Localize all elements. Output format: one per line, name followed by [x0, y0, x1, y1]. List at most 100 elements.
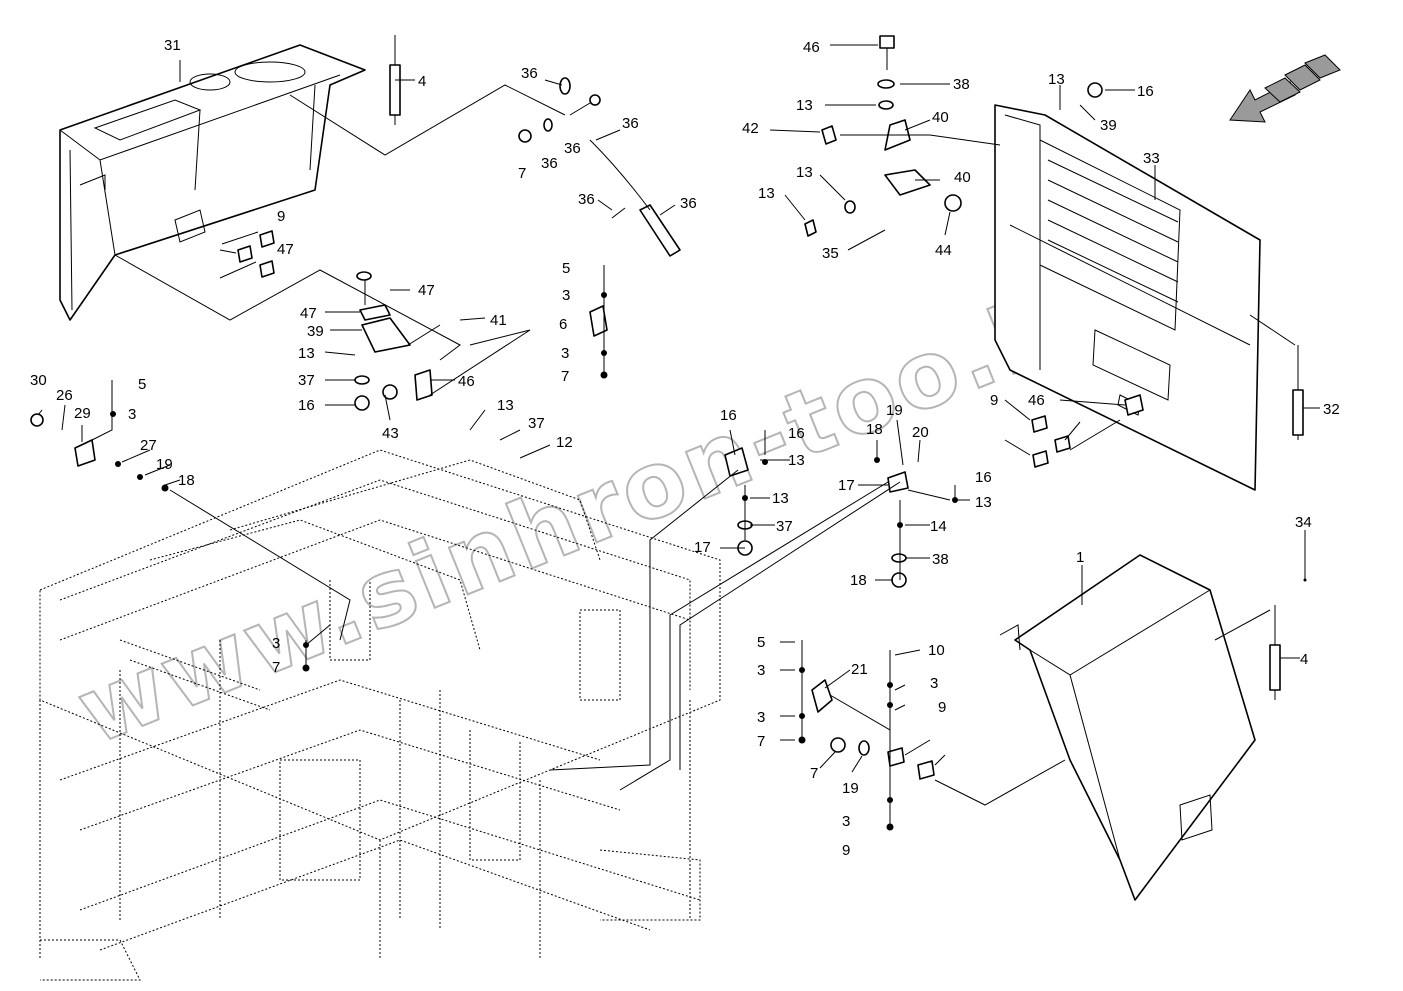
label-5-lower: 5 [757, 634, 765, 651]
label-36-right: 39 [1100, 117, 1117, 134]
label-3-lower-a: 3 [757, 662, 765, 679]
label-32: 36 [622, 115, 639, 132]
nut-40-mid [382, 384, 398, 400]
label-1: 1 [1076, 549, 1084, 566]
bracket-37-top [884, 169, 931, 196]
label-13-top2: 13 [796, 164, 813, 181]
label-21: 21 [851, 661, 868, 678]
label-39-top: 42 [742, 120, 759, 137]
hinge-17 [887, 471, 909, 493]
clip-9-right [1031, 415, 1048, 433]
label-17: 17 [838, 477, 855, 494]
label-42: 46 [1028, 392, 1045, 409]
label-39-mid: 41 [490, 312, 507, 329]
nut-27 [30, 413, 44, 427]
label-30: 36 [680, 195, 697, 212]
washer-36-left [354, 375, 370, 385]
label-13-right: 13 [1048, 71, 1065, 88]
label-19-c: 19 [886, 402, 903, 419]
label-41: 46 [803, 39, 820, 56]
label-15-a: 16 [788, 425, 805, 442]
clip-9-top [259, 230, 275, 248]
label-13-c2: 13 [772, 490, 789, 507]
label-9-lower: 9 [938, 699, 946, 716]
clip-47-lower [917, 760, 935, 780]
side-panel-1 [999, 554, 1256, 901]
label-26: 29 [74, 405, 91, 422]
label-19-left: 19 [156, 456, 173, 473]
label-44: 47 [418, 282, 435, 299]
label-7-lower-a: 7 [757, 733, 765, 750]
bolt-44 [356, 271, 372, 281]
label-40-top: 44 [935, 242, 952, 259]
label-38: 40 [932, 109, 949, 126]
bracket-37-mid [361, 317, 411, 353]
label-13-top: 13 [796, 97, 813, 114]
clip-46-lower [887, 747, 905, 767]
label-36-c: 37 [776, 518, 793, 535]
label-3-lower-d: 3 [842, 813, 850, 830]
label-46-top: 47 [277, 241, 294, 258]
label-13-d2: 14 [930, 518, 947, 535]
pin-35 [559, 77, 571, 95]
label-10: 10 [928, 642, 945, 659]
clip-47-right [1054, 435, 1071, 453]
nut-7-lower [830, 737, 846, 753]
label-19-lower: 19 [842, 780, 859, 797]
hinge-14 [724, 447, 749, 477]
label-5-mid: 5 [562, 260, 570, 277]
label-40-mid: 43 [382, 425, 399, 442]
label-3-left: 3 [128, 406, 136, 423]
nut-16-left [354, 395, 370, 411]
label-16-c: 17 [694, 539, 711, 556]
label-9-right: 9 [990, 392, 998, 409]
label-24: 33 [1143, 150, 1160, 167]
label-29: 35 [822, 245, 839, 262]
nut-7-top [518, 129, 532, 143]
label-23: 32 [1323, 401, 1340, 418]
label-13-mid2: 13 [497, 397, 514, 414]
label-25-b: 27 [140, 437, 157, 454]
clip-46-right [1032, 450, 1049, 468]
chassis-frame [39, 449, 721, 981]
label-22: 31 [164, 37, 181, 54]
label-13-c1: 13 [788, 452, 805, 469]
leader-lines [37, 44, 1320, 830]
label-7-top: 7 [518, 165, 526, 182]
latch-42 [1124, 394, 1144, 416]
label-3-frame: 3 [272, 635, 280, 652]
label-20: 20 [912, 424, 929, 441]
washer-36-top [877, 79, 895, 89]
bolt-12 [804, 219, 817, 237]
bracket-21 [811, 679, 833, 713]
latch-6 [589, 305, 608, 337]
rod-30 [589, 139, 681, 257]
label-36-top: 38 [953, 76, 970, 93]
washer-34 [543, 118, 553, 132]
label-27: 30 [30, 372, 47, 389]
label-7-lower-c: 9 [842, 842, 850, 859]
label-14: 16 [720, 407, 737, 424]
label-34: 36 [541, 155, 558, 172]
label-33: 36 [564, 140, 581, 157]
label-3-a: 3 [562, 287, 570, 304]
label-36-d: 38 [932, 551, 949, 568]
label-35: 36 [521, 65, 538, 82]
label-13-mid: 13 [298, 345, 315, 362]
label-36-mid2: 37 [528, 415, 545, 432]
label-15-b: 16 [975, 469, 992, 486]
label-45: 47 [300, 305, 317, 322]
label-18-left: 18 [178, 472, 195, 489]
label-18-c: 18 [866, 421, 883, 438]
bracket-45 [359, 304, 391, 321]
washer-13-b [844, 200, 856, 214]
label-13-d1: 13 [975, 494, 992, 511]
washer-19-lower [858, 740, 870, 756]
label-37-top: 40 [954, 169, 971, 186]
label-7-mid: 7 [561, 368, 569, 385]
bolt-39-top [821, 125, 837, 145]
label-3-lower-b: 3 [757, 709, 765, 726]
label-4-top: 4 [418, 73, 426, 90]
bolt-33 [569, 94, 601, 116]
